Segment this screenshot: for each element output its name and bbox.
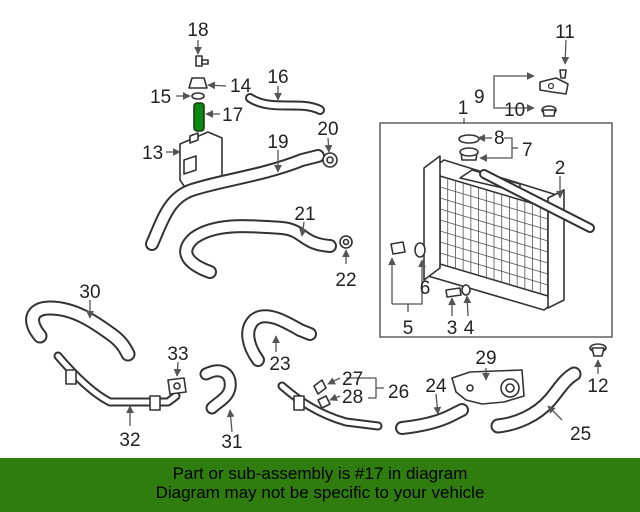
callout-17: 17 [222, 105, 243, 126]
callout-25: 25 [570, 424, 591, 445]
callout-27: 27 [342, 369, 363, 390]
drain-parts [390, 241, 471, 298]
info-banner: Part or sub-assembly is #17 in diagram D… [0, 458, 640, 512]
callout-16: 16 [267, 67, 288, 88]
banner-line-disclaimer: Diagram may not be specific to your vehi… [155, 483, 485, 502]
callout-26: 26 [388, 382, 409, 403]
reservoir-tank [179, 131, 223, 187]
radiator-assembly-frame [379, 122, 613, 338]
radiator-cap [458, 134, 480, 161]
callout-labels: 1 2 3 4 5 6 7 8 9 10 11 12 13 14 15 16 1… [79, 20, 608, 453]
callout-33: 33 [167, 344, 188, 365]
callout-5: 5 [403, 318, 414, 339]
clamp-20 [322, 152, 338, 168]
hose-25 [490, 366, 582, 434]
callout-6: 6 [420, 278, 431, 299]
callout-32: 32 [119, 430, 140, 451]
hose-23 [241, 309, 317, 367]
callout-11: 11 [555, 22, 575, 43]
callout-22: 22 [335, 270, 356, 291]
leader-lines [86, 39, 602, 433]
hose-30 [25, 300, 136, 362]
callout-29: 29 [475, 348, 496, 369]
callout-15: 15 [150, 87, 171, 108]
callout-23: 23 [269, 354, 290, 375]
callout-28: 28 [342, 387, 363, 408]
callout-19: 19 [267, 132, 288, 153]
part-33-bracket [167, 377, 187, 395]
part-12-clip [589, 343, 607, 357]
callout-8: 8 [494, 128, 505, 149]
callout-7: 7 [522, 140, 533, 161]
thermostat-housing [451, 369, 525, 405]
callout-9: 9 [474, 87, 485, 108]
part-17-siphon-tube[interactable] [193, 102, 205, 132]
callout-14: 14 [230, 76, 252, 97]
callout-18: 18 [187, 20, 208, 41]
reservoir-cap [188, 55, 209, 100]
pipe-26 [277, 379, 383, 431]
callout-12: 12 [587, 376, 608, 397]
callout-13: 13 [142, 143, 163, 164]
hose-24 [395, 403, 469, 435]
callout-30: 30 [79, 282, 100, 303]
callout-24: 24 [425, 376, 447, 397]
hose-31 [199, 364, 237, 415]
callout-31: 31 [221, 432, 242, 453]
callout-20: 20 [317, 119, 338, 140]
clamp-22 [339, 235, 353, 249]
callout-4: 4 [464, 318, 475, 339]
callout-2: 2 [555, 158, 566, 179]
banner-line-part: Part or sub-assembly is #17 in diagram [172, 464, 468, 483]
mounting-bracket [539, 69, 569, 117]
callout-10: 10 [504, 100, 525, 121]
parts-diagram: 1 2 3 4 5 6 7 8 9 10 11 12 13 14 15 16 1… [25, 20, 613, 453]
callout-1: 1 [458, 98, 469, 119]
hose-16 [245, 93, 325, 115]
hose-21 [179, 219, 337, 279]
callout-3: 3 [447, 318, 458, 339]
callout-21: 21 [294, 204, 315, 225]
pipe-32 [53, 351, 181, 411]
